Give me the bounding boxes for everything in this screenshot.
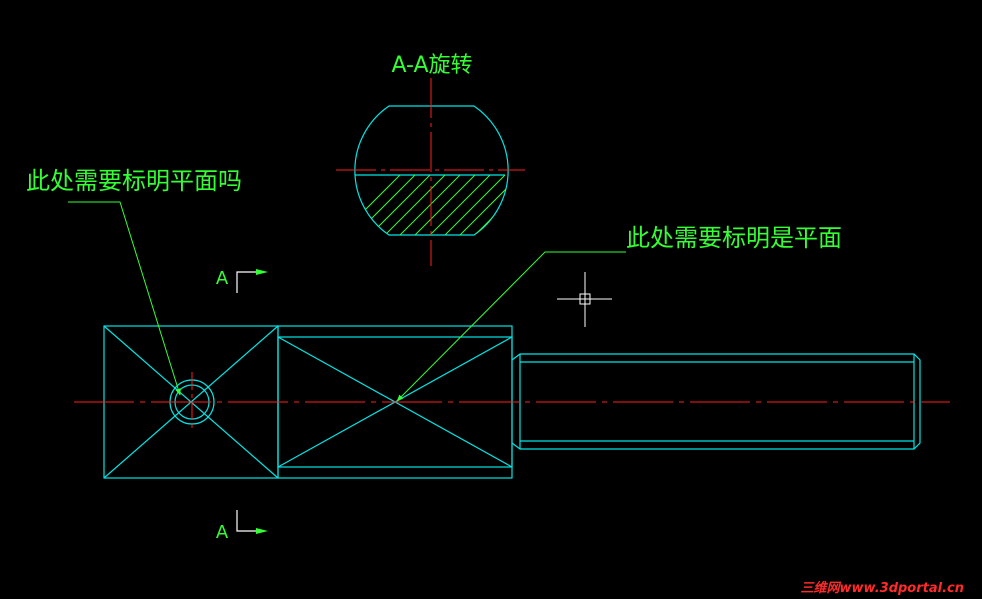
threaded-shaft-outline [511,353,921,450]
watermark: 三维网www.3dportal.cn [801,580,964,596]
section-marker-bottom-line [236,510,264,532]
section-outline [354,105,509,236]
section-marker-top-arrow-icon [256,269,268,275]
section-marker-bottom: A [216,510,268,543]
note-left-text: 此处需要标明平面吗 [26,167,242,195]
section-view-a-a: A-A旋转 [336,53,525,266]
note-left-leader [68,201,181,396]
note-right-leader [396,251,626,402]
section-marker-top-line [236,271,264,293]
crosshair-cursor-icon[interactable] [557,272,612,327]
section-title: A-A旋转 [391,53,472,78]
note-left: 此处需要标明平面吗 [26,167,242,396]
section-marker-top: A [216,268,268,293]
part-center-lines [74,372,950,432]
section-marker-top-label: A [216,268,229,289]
section-marker-bottom-label: A [216,522,229,543]
section-marker-bottom-arrow-icon [256,528,268,534]
note-right-text: 此处需要标明是平面 [626,224,842,252]
note-right: 此处需要标明是平面 [396,224,842,402]
